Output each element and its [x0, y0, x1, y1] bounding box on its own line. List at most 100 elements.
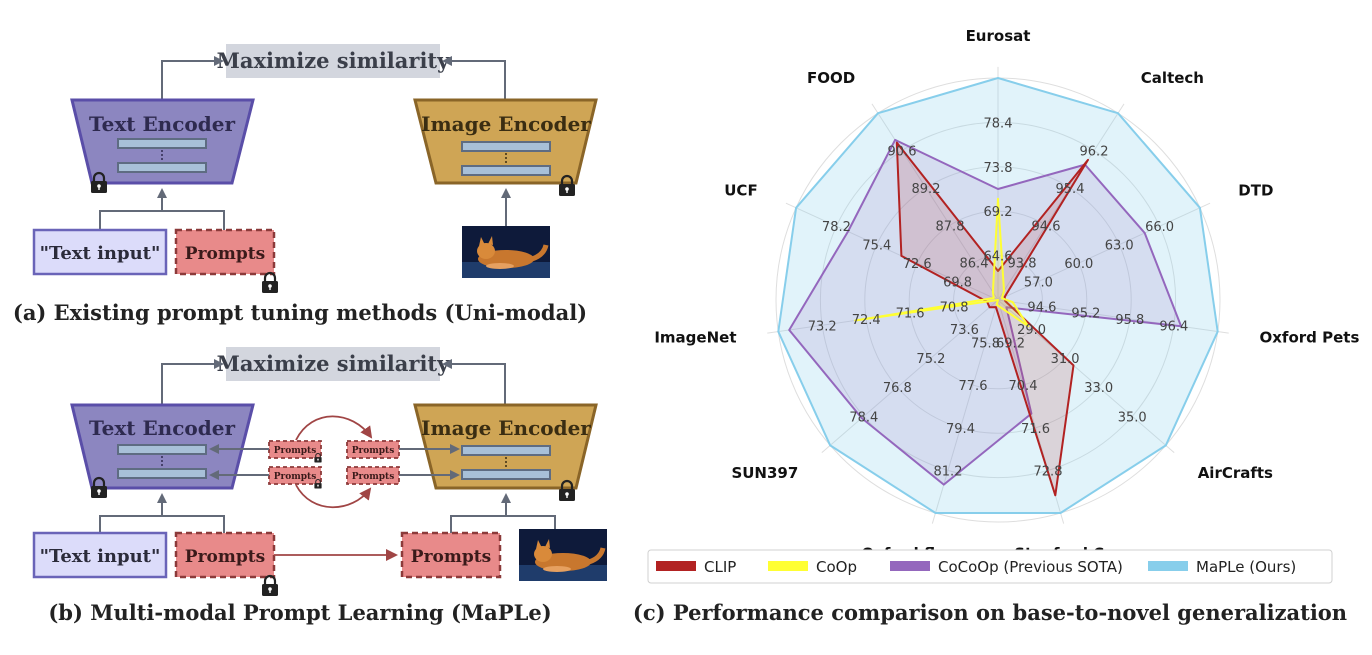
legend-label: CoCoOp (Previous SOTA) [938, 558, 1123, 576]
arrow-image-to-similarity-b [442, 359, 506, 405]
radar-tick-labels: 64.669.273.878.493.894.695.496.257.060.0… [808, 116, 1189, 479]
tick-label: 89.2 [912, 182, 941, 197]
tick-label: 96.2 [1080, 145, 1109, 160]
tick-label: 75.8 [971, 337, 1000, 352]
tick-label: 33.0 [1084, 381, 1113, 396]
maximize-similarity-label-b: Maximize similarity [217, 351, 450, 376]
tick-label: 79.4 [946, 422, 975, 437]
text-encoder-label-b: Text Encoder [89, 416, 235, 440]
maximize-similarity-box-a [226, 44, 440, 78]
legend-frame [647, 549, 1333, 584]
text-input-label-a: "Text input" [40, 243, 161, 264]
caption-a: (a) Existing prompt tuning methods (Uni-… [13, 300, 587, 325]
tick-label: 75.4 [862, 239, 891, 254]
caption-c: (c) Performance comparison on base-to-no… [633, 600, 1347, 625]
panel-a: Maximize similarity Text Encoder Image E… [13, 44, 598, 325]
prompts-box-b [174, 531, 276, 579]
input-merge-lines-a [99, 210, 225, 230]
arrow-text-to-similarity-a [161, 56, 224, 100]
text-input-box-b [32, 531, 168, 579]
text-encoder-a: Text Encoder [70, 98, 255, 185]
axis-spoke [997, 103, 1125, 301]
image-input-merge-lines-b [450, 515, 556, 533]
tick-label: 29.0 [1017, 323, 1046, 338]
text-input-label-b: "Text input" [40, 546, 161, 567]
series-coop-polygon [854, 197, 1030, 328]
tick-label: 71.6 [896, 307, 925, 322]
arrow-text-to-similarity-b [161, 359, 224, 405]
legend-label: CLIP [704, 558, 736, 576]
axis-label: UCF [724, 181, 757, 199]
axis-label: DTD [1238, 181, 1273, 199]
tick-label: 95.4 [1056, 182, 1085, 197]
tick-label: 93.8 [1008, 257, 1037, 272]
tick-label: 66.0 [1145, 220, 1174, 235]
axis-label: FOOD [807, 69, 855, 87]
axis-label: AirCrafts [1198, 464, 1273, 482]
legend-swatch [768, 561, 808, 571]
series-cocoop-polygon [788, 138, 1183, 486]
tick-label: 70.4 [1009, 379, 1038, 394]
maximize-similarity-label-a: Maximize similarity [217, 48, 450, 73]
tick-label: 73.6 [950, 323, 979, 338]
tick-label: 81.2 [934, 464, 963, 479]
radar-series [777, 77, 1219, 514]
text-encoder-b: Text Encoder [70, 403, 255, 490]
axis-spoke [997, 202, 1211, 301]
panel-c: 64.669.273.878.493.894.695.496.257.060.0… [633, 27, 1360, 625]
panel-b: Maximize similarity Text Encoder Image E… [32, 347, 607, 625]
text-input-box-a [32, 228, 168, 276]
prompts-box-a [174, 228, 276, 276]
axis-spoke [997, 299, 1229, 334]
tick-label: 94.6 [1027, 300, 1056, 315]
series-maple-polygon [777, 77, 1219, 514]
arrow-image-to-similarity-a [442, 56, 506, 100]
axis-label: Eurosat [966, 27, 1031, 45]
tick-label: 72.4 [852, 313, 881, 328]
image-prompts-label-b: Prompts [411, 547, 491, 567]
tick-label: 90.6 [888, 145, 917, 160]
small-prompt-label: Prompts [274, 446, 317, 456]
legend-swatch [890, 561, 930, 571]
axis-spoke [821, 299, 999, 454]
small-prompt-label: Prompts [274, 472, 317, 482]
series-clip-polygon [895, 141, 1089, 497]
image-side-prompts: Prompts Prompts [346, 440, 400, 485]
prompts-label-a: Prompts [185, 244, 265, 264]
tick-label: 72.6 [903, 257, 932, 272]
tick-label: 57.0 [1024, 276, 1053, 291]
tick-label: 75.2 [916, 352, 945, 367]
tick-label: 69.2 [984, 205, 1013, 220]
axis-spoke [931, 299, 999, 524]
tick-label: 73.2 [808, 319, 837, 334]
tick-label: 70.8 [940, 300, 969, 315]
tick-label: 69.2 [996, 337, 1025, 352]
coupling-arrow-bottom [295, 484, 372, 509]
tick-label: 73.8 [984, 161, 1013, 176]
axis-spoke [871, 103, 999, 301]
lock-open-icon [260, 574, 280, 598]
tick-label: 95.2 [1071, 307, 1100, 322]
tick-label: 63.0 [1105, 239, 1134, 254]
tick-label: 96.4 [1159, 319, 1188, 334]
prompts-label-b: Prompts [185, 547, 265, 567]
tick-label: 72.8 [1034, 464, 1063, 479]
tick-label: 35.0 [1118, 410, 1147, 425]
maximize-similarity-box-b [226, 347, 440, 381]
cat-image-b [519, 529, 607, 581]
cat-image-a [462, 226, 550, 278]
legend-swatch [656, 561, 696, 571]
tick-label: 87.8 [936, 219, 965, 234]
tick-label: 78.2 [822, 220, 851, 235]
image-encoder-a: Image Encoder [413, 98, 598, 185]
image-encoder-label-a: Image Encoder [421, 112, 591, 136]
input-merge-lines-b [99, 515, 225, 533]
axis-label: Caltech [1141, 69, 1204, 87]
lock-open-icon [260, 271, 280, 295]
tick-label: 78.4 [849, 410, 878, 425]
tick-label: 31.0 [1051, 352, 1080, 367]
tick-label: 78.4 [984, 116, 1013, 131]
coupling-arrow-top [295, 415, 373, 441]
